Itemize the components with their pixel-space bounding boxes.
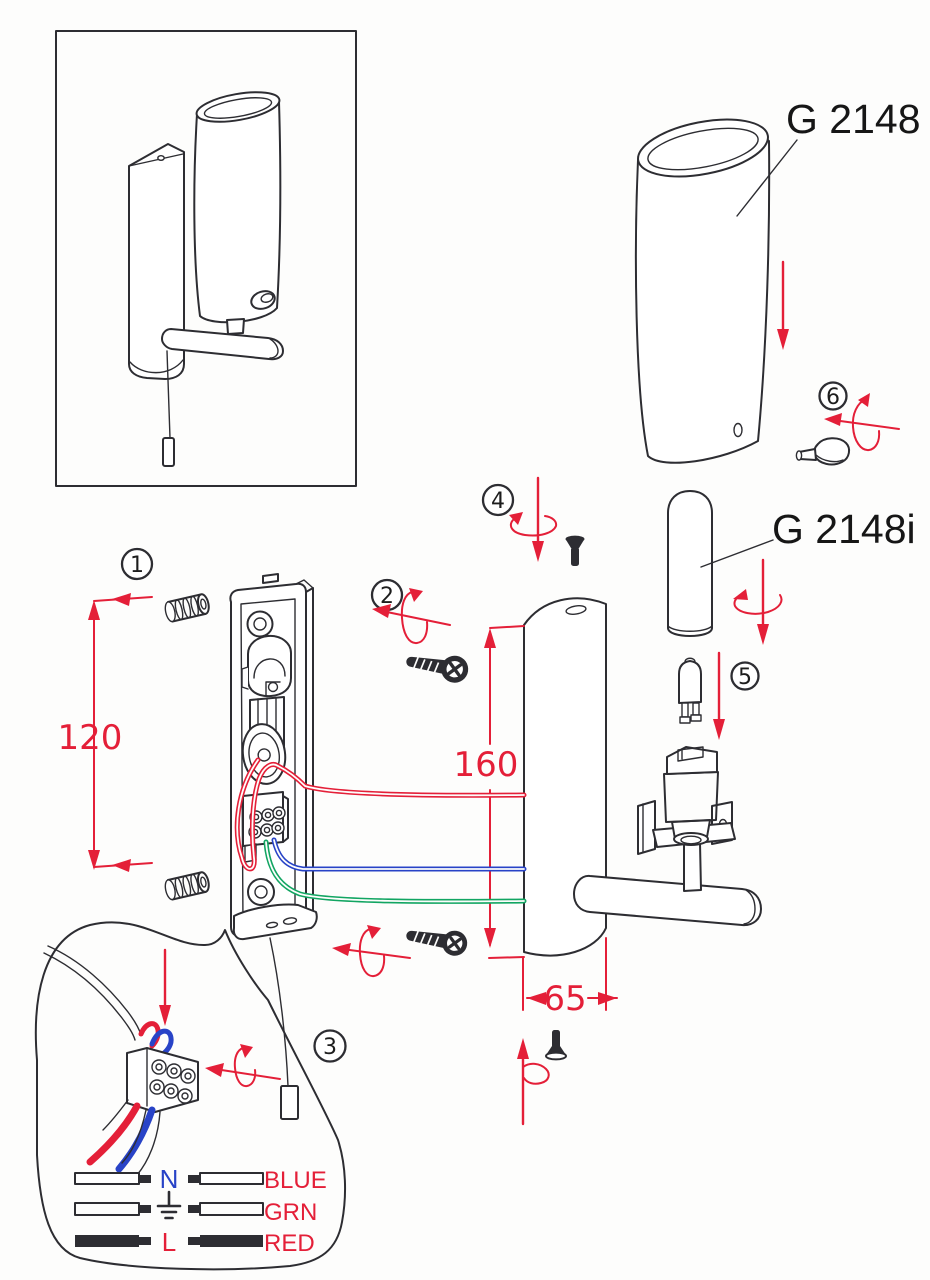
wire-blue bbox=[271, 837, 527, 872]
lamp-socket bbox=[663, 746, 719, 892]
wire-color-blue-label: BLUE bbox=[264, 1167, 327, 1194]
inset-switch-knob bbox=[250, 290, 276, 310]
wire-green bbox=[263, 839, 527, 904]
svg-text:120: 120 bbox=[58, 718, 123, 758]
inner-glass-leader-line bbox=[700, 539, 774, 568]
pull-cord bbox=[269, 937, 299, 1120]
mounting-screw-upper bbox=[406, 655, 469, 683]
svg-text:4: 4 bbox=[491, 489, 505, 514]
shade-part-label: G 2148 bbox=[786, 96, 921, 142]
rotate-arrow-inner-glass bbox=[733, 558, 783, 645]
shade-leader-line bbox=[736, 139, 798, 217]
loose-terminal-block bbox=[86, 1021, 199, 1176]
rotate-arrow-step6 bbox=[824, 393, 900, 452]
countersunk-screw-top bbox=[565, 535, 585, 566]
step-5-badge: 5 bbox=[730, 661, 760, 691]
step-6-badge: 6 bbox=[818, 381, 848, 411]
dim-65: 65 bbox=[522, 937, 618, 1019]
wall-plug-lower bbox=[164, 871, 210, 901]
inset-support-bar bbox=[161, 328, 284, 361]
dim-160: 160 bbox=[454, 625, 525, 959]
wire-color-red-label: RED bbox=[264, 1230, 315, 1257]
legend-row-earth: GRN bbox=[74, 1190, 317, 1226]
wiring-legend: N BLUE GRN L RED bbox=[74, 1164, 327, 1257]
dim-120: 120 bbox=[58, 593, 153, 872]
wall-plate bbox=[229, 573, 318, 941]
wall-region-outline bbox=[34, 921, 347, 1271]
svg-text:2: 2 bbox=[380, 584, 394, 609]
wire-color-grn-label: GRN bbox=[264, 1199, 317, 1226]
svg-text:1: 1 bbox=[130, 553, 144, 578]
step-2-badge: 2 bbox=[370, 578, 404, 612]
inset-glass-shade bbox=[193, 91, 282, 324]
svg-text:65: 65 bbox=[543, 979, 586, 1019]
svg-text:5: 5 bbox=[738, 665, 752, 690]
shade-part bbox=[634, 118, 771, 464]
lamp-body bbox=[523, 597, 607, 957]
bulb-down-arrow bbox=[713, 651, 725, 740]
body-top-hole bbox=[565, 605, 587, 615]
inset-pull-cord bbox=[162, 350, 175, 467]
g9-bulb bbox=[678, 657, 702, 724]
step-4-badge: 4 bbox=[481, 483, 515, 517]
wire-red bbox=[234, 757, 527, 872]
plate-bottom-screw-hole bbox=[247, 878, 275, 906]
terminal-n-label: N bbox=[160, 1164, 179, 1194]
svg-text:160: 160 bbox=[454, 745, 519, 785]
plate-top-screw-hole bbox=[246, 610, 274, 638]
inset-assembled-view bbox=[55, 30, 357, 487]
inner-glass-label: G 2148i bbox=[772, 506, 916, 552]
legend-row-live: L RED bbox=[75, 1227, 315, 1257]
rotate-arrow-step4 bbox=[509, 476, 558, 562]
inner-glass-part bbox=[667, 490, 713, 637]
mounting-screw-lower bbox=[406, 930, 468, 956]
insert-down-arrow bbox=[777, 260, 789, 350]
cord-weight bbox=[280, 1085, 299, 1120]
support-bar bbox=[573, 874, 762, 927]
step-1-badge: 1 bbox=[120, 547, 154, 581]
earth-ground-icon bbox=[156, 1190, 182, 1220]
mains-cable bbox=[43, 945, 142, 1041]
thumbscrew bbox=[795, 437, 851, 466]
svg-text:3: 3 bbox=[323, 1035, 337, 1060]
wall-plug-upper bbox=[164, 593, 210, 623]
blob-down-arrow bbox=[159, 948, 171, 1026]
terminal-l-label: L bbox=[162, 1227, 176, 1257]
step-3-badge: 3 bbox=[313, 1029, 347, 1063]
svg-text:6: 6 bbox=[826, 385, 840, 410]
inset-back-plate bbox=[128, 143, 185, 380]
rotate-arrow-bottom-screw bbox=[517, 1038, 550, 1126]
countersunk-screw-bottom bbox=[545, 1030, 567, 1061]
legend-row-neutral: N BLUE bbox=[74, 1164, 327, 1194]
shade-hole bbox=[733, 422, 743, 438]
plate-base bbox=[232, 903, 318, 941]
inset-stem bbox=[226, 318, 245, 335]
rotate-arrow-step3 bbox=[205, 1044, 281, 1088]
rotate-arrow-lower-screw bbox=[332, 925, 411, 978]
rotate-arrow-step2 bbox=[372, 588, 451, 645]
